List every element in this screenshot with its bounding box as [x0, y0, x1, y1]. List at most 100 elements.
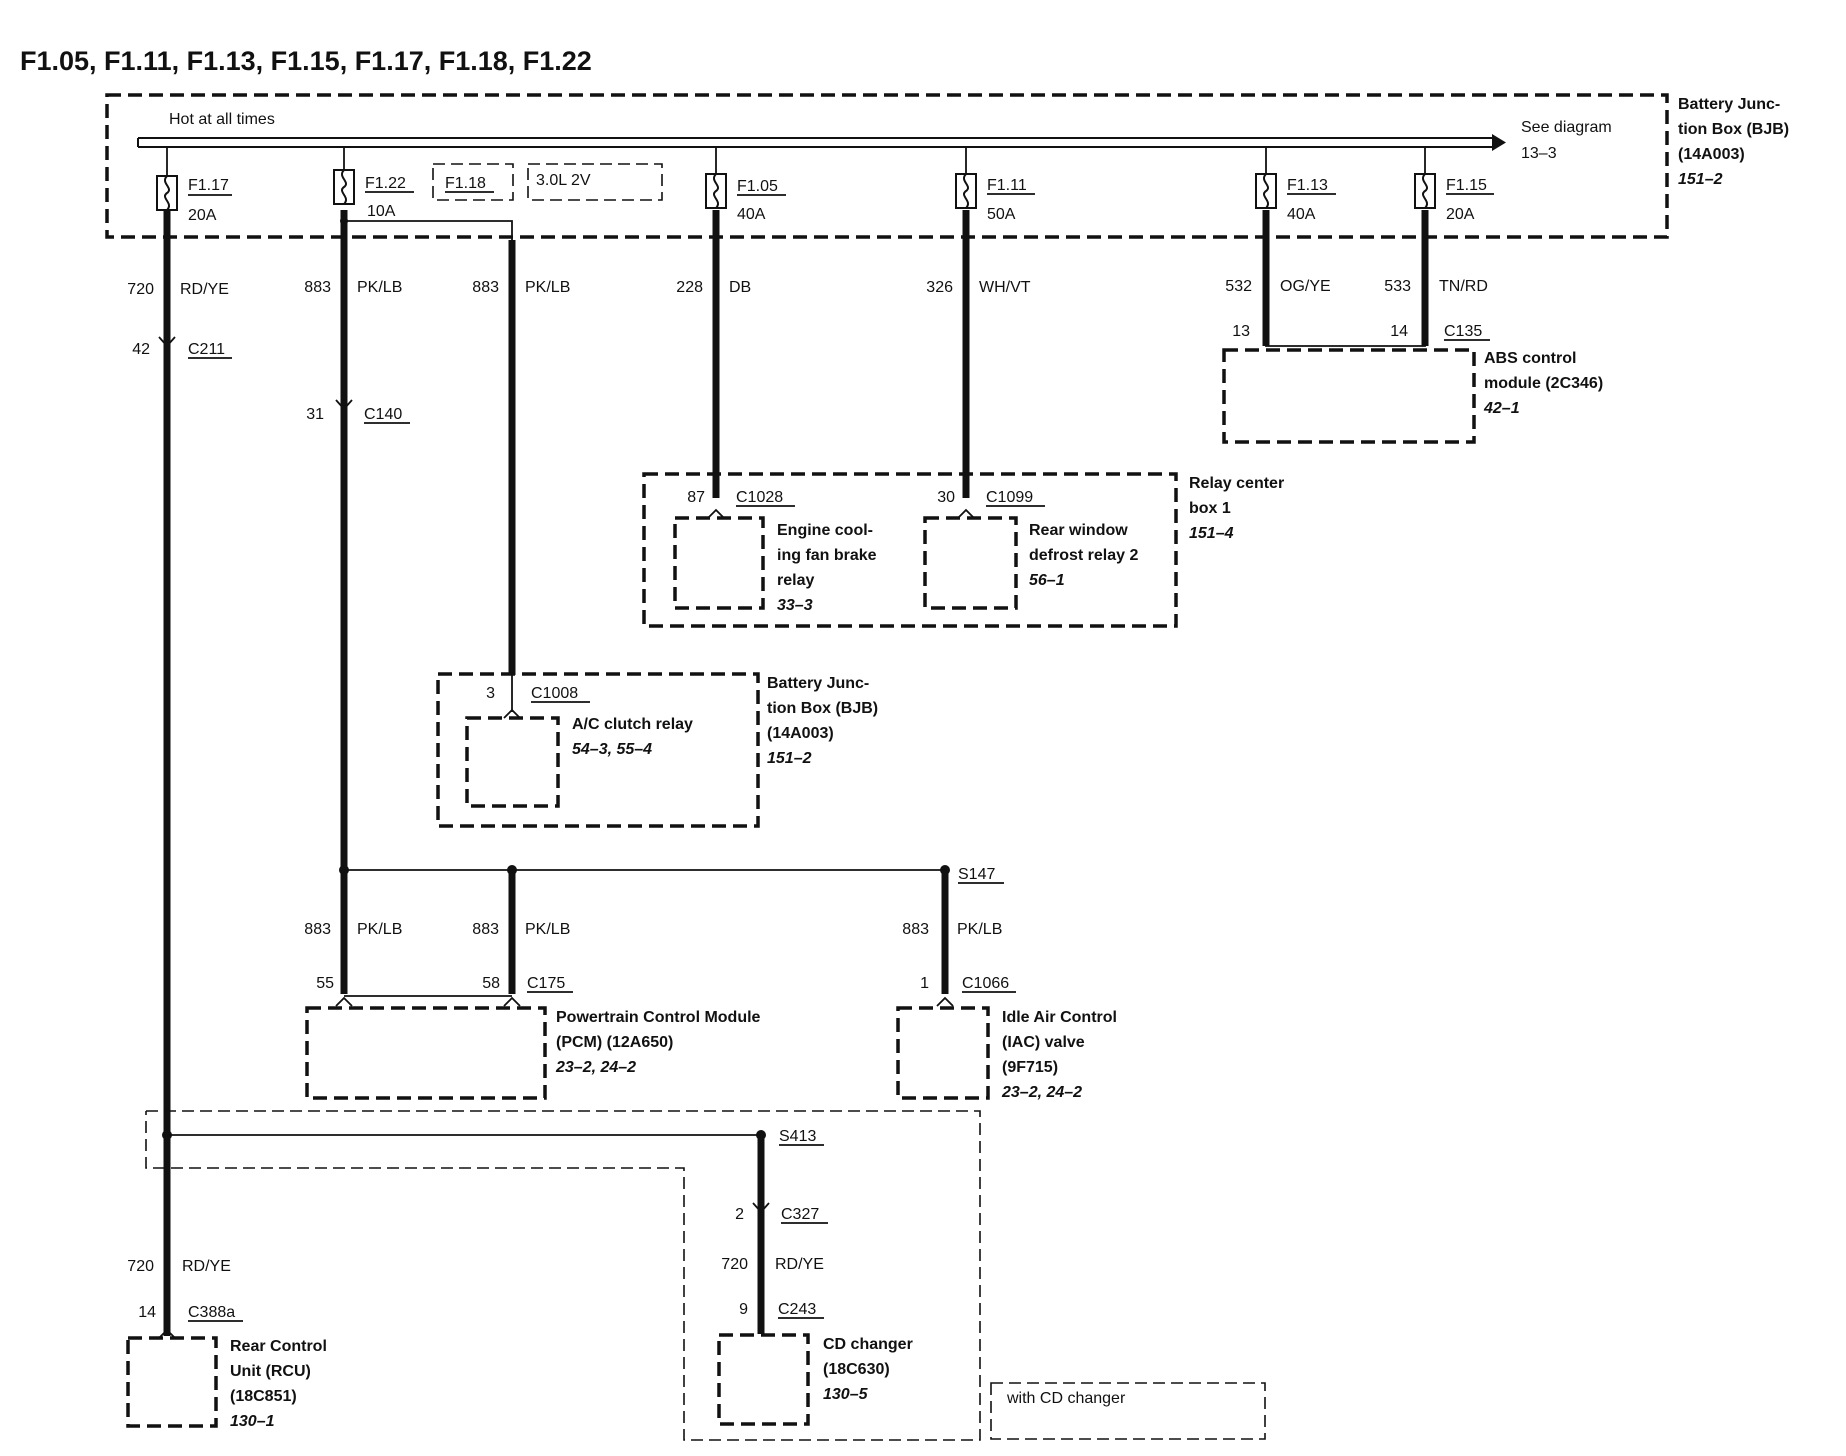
pcm-label-2: (PCM) (12A650)	[556, 1034, 673, 1051]
c1008-connector-icon	[503, 708, 521, 719]
diagram-title: F1.05, F1.11, F1.13, F1.15, F1.17, F1.18…	[20, 46, 592, 76]
bjb-mid-label-1: Battery Junc-	[767, 675, 869, 692]
c135-pin-a: 13	[1232, 323, 1250, 340]
fuse-f115-icon	[1414, 173, 1436, 209]
iac-label-2: (IAC) valve	[1002, 1034, 1085, 1051]
fuse-f111-icon	[955, 173, 977, 209]
fuse-f113-icon	[1255, 173, 1277, 209]
ac-relay-label: A/C clutch relay	[572, 716, 693, 733]
c175-connector-icon	[335, 996, 521, 1007]
defrost-relay-label-1: Rear window	[1029, 522, 1128, 539]
fuse-f111-name: F1.11	[987, 177, 1027, 194]
relay-center-box	[642, 472, 1178, 628]
fuse-f117-icon	[156, 175, 178, 211]
bus-label: Hot at all times	[169, 111, 275, 128]
c1008-name: C1008	[531, 685, 578, 702]
c1099-connector-icon	[957, 508, 975, 519]
c1066-connector-icon	[936, 996, 954, 1007]
iac-ref: 23–2, 24–2	[1001, 1084, 1082, 1101]
wire-720a-circuit: 720	[127, 281, 154, 298]
abs-label-2: module (2C346)	[1484, 375, 1603, 392]
wire-883b-circuit: 883	[472, 279, 499, 296]
wire-883d-color: PK/LB	[525, 921, 570, 938]
fuse-f122-name: F1.22	[365, 175, 406, 192]
pcm-box	[305, 1006, 547, 1100]
c327-name: C327	[781, 1206, 819, 1223]
bjb-top-label-3: (14A003)	[1678, 146, 1745, 163]
bjb-top-ref: 151–2	[1678, 171, 1723, 188]
relay-center-label-2: box 1	[1189, 500, 1231, 517]
wire-883e-circuit: 883	[902, 921, 929, 938]
bjb-mid-label-2: tion Box (BJB)	[767, 700, 878, 717]
wire-228-circuit: 228	[676, 279, 703, 296]
c135-connector-icon	[1265, 340, 1426, 347]
rcu-label-1: Rear Control	[230, 1338, 327, 1355]
c243-name: C243	[778, 1301, 816, 1318]
see-diagram-ref: 13–3	[1521, 145, 1557, 162]
c140-pin: 31	[306, 406, 324, 423]
c243-pin: 9	[739, 1301, 748, 1318]
cd-option-legend: with CD changer	[1006, 1390, 1126, 1407]
c1066-name: C1066	[962, 975, 1009, 992]
fuse-f118-box	[432, 163, 514, 201]
iac-box	[896, 1006, 990, 1100]
engine-option-box	[527, 163, 663, 201]
fuse-f117-name: F1.17	[188, 177, 229, 194]
defrost-relay-ref: 56–1	[1029, 572, 1065, 589]
rcu-label-3: (18C851)	[230, 1388, 297, 1405]
iac-label-3: (9F715)	[1002, 1059, 1058, 1076]
cd-label-2: (18C630)	[823, 1361, 890, 1378]
fuse-f115-name: F1.15	[1446, 177, 1487, 194]
defrost-relay-box	[923, 516, 1018, 610]
fuse-f105-name: F1.05	[737, 178, 778, 195]
c327-pin: 2	[735, 1206, 744, 1223]
wire-883c-color: PK/LB	[357, 921, 402, 938]
fuse-f113-name: F1.13	[1287, 177, 1328, 194]
wire-533-color: TN/RD	[1439, 278, 1488, 295]
wire-883d-circuit: 883	[472, 921, 499, 938]
c135-name: C135	[1444, 323, 1482, 340]
fuse-f111-rating: 50A	[987, 206, 1016, 223]
defrost-relay-label-2: defrost relay 2	[1029, 547, 1138, 564]
c1066-pin: 1	[920, 975, 929, 992]
bjb-top-label-1: Battery Junc-	[1678, 96, 1780, 113]
wire-532-circuit: 532	[1225, 278, 1252, 295]
abs-label-1: ABS control	[1484, 350, 1576, 367]
c1028-name: C1028	[736, 489, 783, 506]
pcm-label-1: Powertrain Control Module	[556, 1009, 761, 1026]
wire-883a-color: PK/LB	[357, 279, 402, 296]
bjb-mid-label-3: (14A003)	[767, 725, 834, 742]
fuse-f122-icon	[333, 169, 355, 205]
wire-883c-circuit: 883	[304, 921, 331, 938]
fan-relay-label-2: ing fan brake	[777, 547, 877, 564]
c211-connector-icon	[158, 336, 176, 348]
c1008-pin: 3	[486, 685, 495, 702]
rcu-box	[126, 1336, 218, 1428]
ac-relay-ref: 54–3, 55–4	[572, 741, 652, 758]
cd-option-region	[145, 1110, 981, 1441]
wire-720b-color: RD/YE	[182, 1258, 231, 1275]
rcu-label-2: Unit (RCU)	[230, 1363, 311, 1380]
cd-label-1: CD changer	[823, 1336, 913, 1353]
wire-883e-color: PK/LB	[957, 921, 1002, 938]
wire-720a-color: RD/YE	[180, 281, 229, 298]
bjb-mid-ref: 151–2	[767, 750, 812, 767]
ac-relay-box	[465, 716, 560, 808]
wire-326-circuit: 326	[926, 279, 953, 296]
s413-name: S413	[779, 1128, 816, 1145]
fuse-f117-rating: 20A	[188, 207, 217, 224]
bjb-mid-box	[436, 672, 760, 828]
wire-532-color: OG/YE	[1280, 278, 1331, 295]
c327-connector-icon	[752, 1202, 770, 1214]
cd-ref: 130–5	[823, 1386, 869, 1403]
c1099-pin: 30	[937, 489, 955, 506]
c175-pin-b: 58	[482, 975, 500, 992]
c1028-connector-icon	[707, 508, 725, 519]
cd-changer-box	[717, 1333, 810, 1426]
abs-module-box	[1222, 348, 1476, 444]
relay-center-ref: 151–4	[1189, 525, 1234, 542]
fuse-f105-icon	[705, 173, 727, 209]
wire-228-color: DB	[729, 279, 751, 296]
s147-name: S147	[958, 866, 995, 883]
